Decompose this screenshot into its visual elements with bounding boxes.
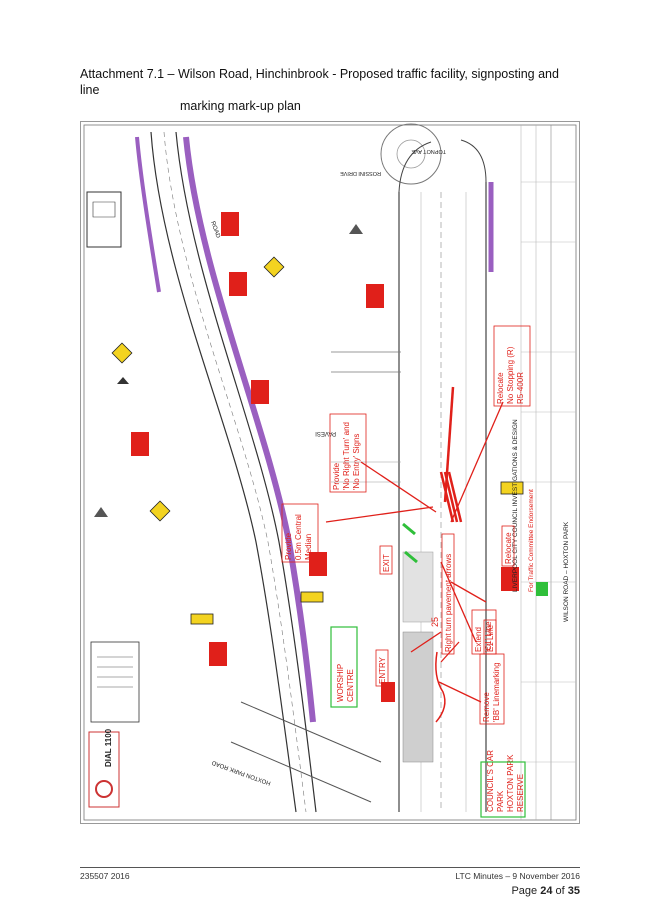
note-relocate-stopping-2: No Stopping (R)	[506, 346, 515, 404]
dial-before-you-dig-logo: DIAL 1100	[88, 728, 120, 808]
svg-text:RESERVE: RESERVE	[516, 774, 525, 812]
svg-text:HOXTON PARK: HOXTON PARK	[506, 754, 515, 812]
document-title: Attachment 7.1 – Wilson Road, Hinchinbro…	[80, 66, 580, 114]
street-pavesi: PAVESI	[315, 430, 336, 436]
footer-minutes: LTC Minutes – 9 November 2016	[455, 871, 580, 881]
markup-notes: Relocate No Stopping (R) R5-400R Provide…	[281, 325, 531, 812]
speed-25: 25	[430, 617, 440, 627]
svg-text:Remove: Remove	[482, 692, 491, 722]
svg-text:'C1' Line: 'C1' Line	[484, 621, 493, 652]
page-number: Page 24 of 35	[511, 885, 580, 897]
worship-centre-box	[330, 626, 358, 708]
street-rossini: ROSSINI DRIVE	[340, 170, 381, 176]
note-relocate-stopping-1: Relocate	[496, 372, 505, 404]
council-name: LIVERPOOL CITY COUNCIL INVESTIGATIONS & …	[512, 419, 519, 592]
council-car-park-box	[480, 761, 526, 818]
title-line-1: Attachment 7.1 – Wilson Road, Hinchinbro…	[80, 67, 559, 97]
street-road: ROAD	[209, 221, 221, 240]
svg-text:CENTRE: CENTRE	[346, 669, 355, 702]
council-logo	[536, 582, 548, 596]
direction-sign	[86, 191, 122, 248]
signs-yellow	[111, 256, 524, 625]
footer-doc-id: 235507 2016	[80, 871, 130, 881]
street-topnot: TOPNOT AVE	[411, 148, 446, 154]
svg-text:'BB' Linemarking: 'BB' Linemarking	[492, 662, 501, 722]
svg-text:Provide: Provide	[332, 462, 341, 490]
svg-text:PARK: PARK	[496, 790, 505, 812]
footer-rule	[80, 867, 580, 868]
svg-text:Median: Median	[304, 534, 313, 560]
site-plan-drawing: DIAL 1100 WILSON ROAD – HOXTON PARK For …	[80, 121, 580, 824]
plan-svg: DIAL 1100 WILSON ROAD – HOXTON PARK For …	[83, 123, 577, 821]
svg-text:Extend: Extend	[474, 627, 483, 652]
signs-red	[131, 212, 519, 702]
svg-text:COUNCIL'S CAR: COUNCIL'S CAR	[486, 750, 495, 812]
car-park-block	[402, 631, 434, 763]
title-line-2: marking mark-up plan	[180, 99, 301, 113]
street-hoxton: HOXTON PARK ROAD	[211, 759, 272, 786]
note-exit: EXIT	[382, 554, 391, 572]
svg-text:'No Right Turn' and: 'No Right Turn' and	[342, 422, 351, 490]
endorsement-label: For Traffic Committee Endorsement	[528, 489, 535, 592]
note-relocate-stopping-3: R5-400R	[516, 372, 525, 404]
notes-box	[90, 641, 140, 723]
svg-text:'No Entry' Signs: 'No Entry' Signs	[352, 434, 361, 490]
svg-text:Provide: Provide	[284, 532, 293, 560]
svg-text:Right turn pavement arrows: Right turn pavement arrows	[444, 554, 453, 652]
note-entry: ENTRY	[378, 656, 387, 684]
svg-text:DIAL 1100: DIAL 1100	[104, 728, 113, 767]
svg-text:0.5m Central: 0.5m Central	[294, 514, 303, 560]
drawing-border	[83, 124, 577, 821]
svg-text:WORSHIP: WORSHIP	[336, 664, 345, 702]
project-name: WILSON ROAD – HOXTON PARK	[563, 521, 570, 622]
markup-leader-lines	[325, 401, 504, 703]
svg-text:Relocate: Relocate	[504, 532, 513, 564]
svg-text:E1 Line: E1 Line	[486, 624, 495, 652]
